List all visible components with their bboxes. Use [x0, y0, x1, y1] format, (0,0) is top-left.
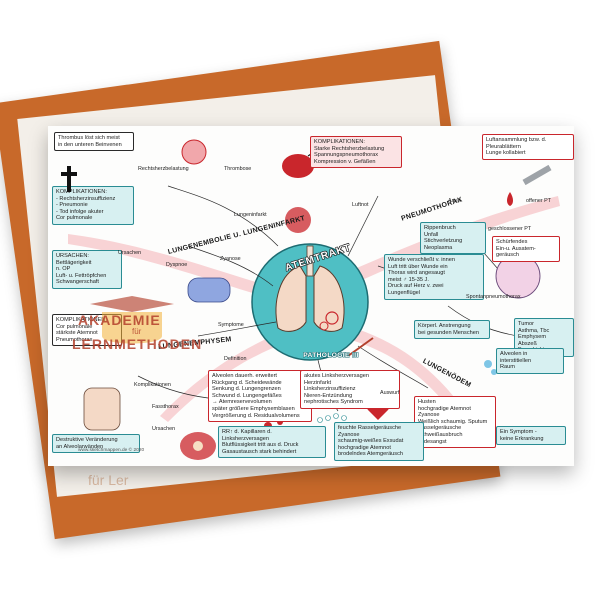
label-offener: offener PT	[526, 198, 551, 204]
label-luftnot: Luftnot	[352, 202, 369, 208]
label-symptome: Symptome	[218, 322, 244, 328]
note-husten: Husten hochgradige Atemnot Zyanose Weißl…	[414, 396, 496, 448]
note-ursachen-embolie: URSACHEN: Bettlägerigkeit n. OP Luft- u.…	[52, 250, 122, 289]
footer-copyright: www.sketchmappen.de © 2020	[78, 448, 144, 453]
label-arten: Arten	[448, 198, 461, 204]
label-spontan: Spontanpneumothorax	[466, 294, 521, 300]
note-komplikationen-pneumothorax: KOMPLIKATIONEN: Starke Rechtsherzbelastu…	[310, 136, 402, 168]
note-alveolen: Alveolen dauerh. erweitert Rückgang d. S…	[208, 370, 312, 422]
label-dyspnoe: Dyspnoe	[166, 262, 187, 268]
watermark-fuer: für	[132, 327, 141, 336]
hand-drawing	[84, 388, 120, 430]
label-fassthorax: Fassthorax	[152, 404, 179, 410]
note-luftansammlung: Luftansammlung bzw. d. Pleurablättern Lu…	[482, 134, 574, 160]
label-geschlossen: geschlossener PT	[488, 226, 531, 232]
note-koerperl: Körperl. Anstrengung bei gesunden Mensch…	[414, 320, 490, 339]
label-zyanose: Zyanose	[220, 256, 241, 262]
cross-icon	[60, 166, 78, 192]
blood-drop-icon	[507, 192, 513, 206]
water-drops-icon	[484, 360, 492, 368]
label-thrombose: Thrombose	[224, 166, 251, 172]
back-card-tag: für Ler	[88, 472, 128, 488]
note-ein-symptom: Ein Symptom - keine Erkrankung	[496, 426, 566, 445]
label-auswurf: Auswurf	[380, 390, 399, 396]
bubble-row-2	[326, 416, 331, 421]
note-symptome-pneumo: Rippenbruch Unfall Stichverletzung Neopl…	[420, 222, 486, 254]
foot-drawing	[188, 278, 230, 302]
note-interstitial: Alveolen in interstitiellen Raum	[496, 348, 564, 374]
center-subtitle: PATHOLOGIE III	[286, 352, 376, 359]
embolus-vessel	[182, 140, 206, 164]
bubble-row-3	[334, 414, 339, 419]
bubble-row-4	[342, 416, 347, 421]
label-lungeninfarkt: Lungeninfarkt	[234, 212, 267, 218]
note-schuerfendes: Schürfendes Ein-u. Ausatem- geräusch	[492, 236, 560, 262]
knife-drawing	[523, 165, 552, 185]
note-rr: RR↑ d. Kapillaren d. Linksherzversagen B…	[218, 426, 326, 458]
label-definition: Definition	[224, 356, 246, 362]
watermark-lernmethoden: LERNMETHODEN	[72, 336, 202, 352]
note-thrombus: Thrombus löst sich meist in den unteren …	[54, 132, 134, 151]
vessel-lumen	[193, 441, 203, 451]
bubble-row	[318, 418, 323, 423]
label-ursachen-emphysem: Ursachen	[152, 426, 175, 432]
note-ventil: Wunde verschließt v. innen Luft tritt üb…	[384, 254, 484, 300]
note-schaumig: feuchte Rasselgeräusche Zyanose schaumig…	[334, 422, 424, 461]
watermark-akademie: AKADEMIE	[78, 312, 161, 328]
label-komplikationen: Komplikationen	[134, 382, 171, 388]
label-ursachen: Ursachen	[118, 250, 141, 256]
mindmap-sheet: ATEMTRAKT PATHOLOGIE III LUNGENEMBOLIE U…	[48, 126, 574, 466]
label-rechtsherzbelastung: Rechtsherzbelastung	[138, 166, 189, 172]
